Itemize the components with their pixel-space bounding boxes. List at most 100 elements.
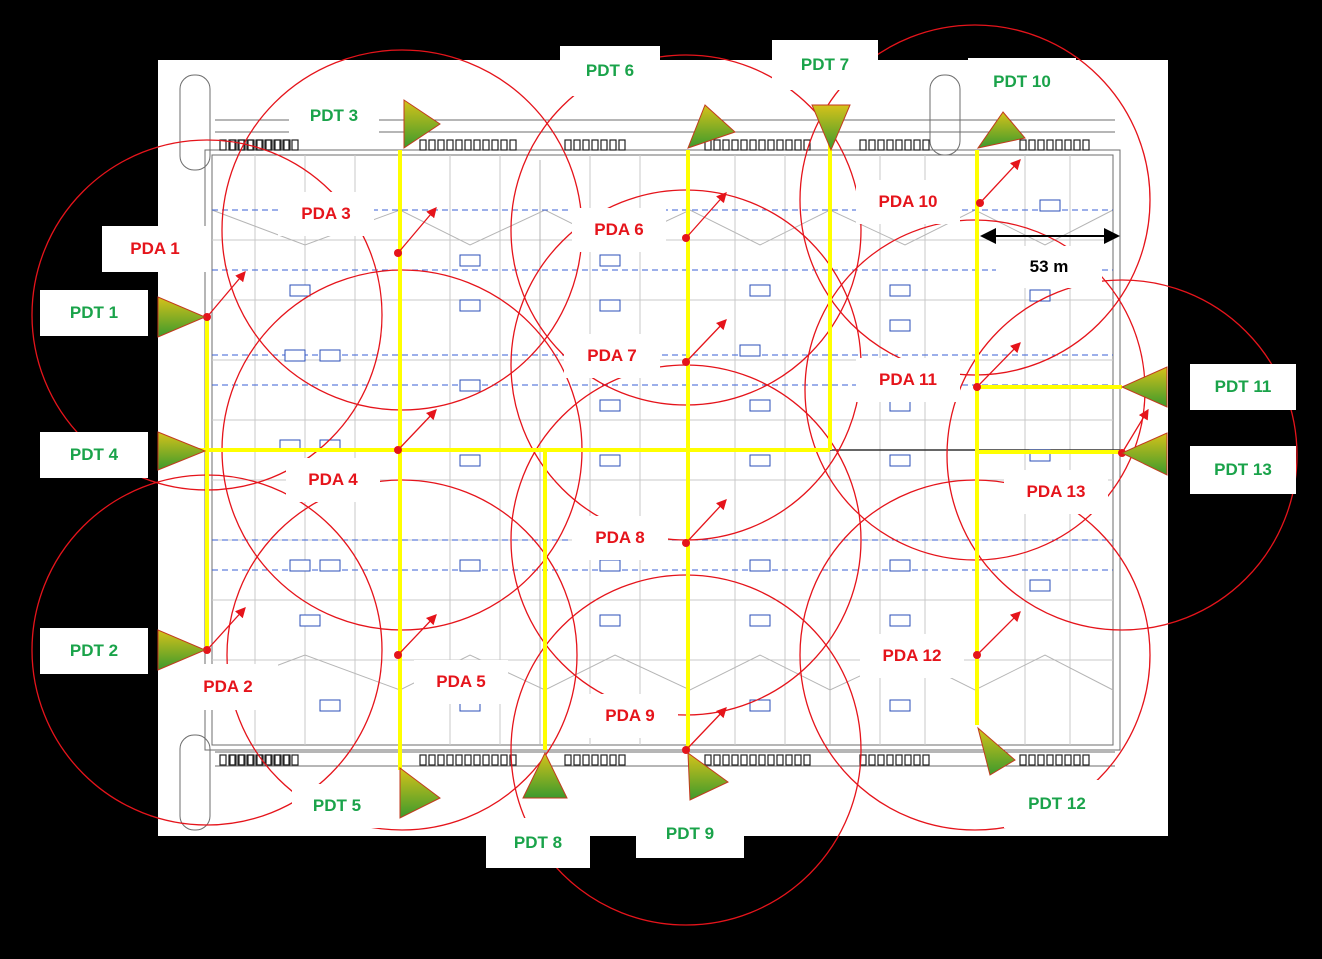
dock-door <box>1064 139 1072 151</box>
pdt-label-2: PDT 2 <box>40 628 148 674</box>
pda-points <box>203 159 1149 754</box>
dock-door <box>283 754 291 766</box>
pda-label-13: PDA 13 <box>1004 470 1108 514</box>
pdt-label-12: PDT 12 <box>1004 780 1110 828</box>
equipment-box <box>889 284 911 297</box>
dock-door <box>582 754 590 766</box>
dock-door <box>767 139 775 151</box>
dock-door <box>238 754 246 766</box>
dock-door <box>482 139 490 151</box>
pda-point-4 <box>394 409 437 454</box>
dock-door <box>219 139 227 151</box>
dock-door <box>886 139 894 151</box>
pdt-label-1: PDT 1 <box>40 290 148 336</box>
dock-door <box>609 139 617 151</box>
equipment-box <box>749 399 771 412</box>
antenna-pdt5-icon <box>399 767 441 819</box>
pda-point-7 <box>682 319 727 366</box>
equipment-box <box>889 559 911 572</box>
dock-door <box>573 139 581 151</box>
dock-door <box>904 754 912 766</box>
equipment-box <box>284 349 306 362</box>
pda-label-2: PDA 2 <box>178 664 278 710</box>
antenna-pdt1-icon <box>157 296 207 338</box>
dock-door <box>731 139 739 151</box>
dock-door <box>794 139 802 151</box>
equipment-box <box>749 284 771 297</box>
pda-point-5 <box>394 614 437 659</box>
dock-door <box>1019 754 1027 766</box>
dock-door <box>740 139 748 151</box>
dock-door <box>776 139 784 151</box>
pdt-label-13: PDT 13 <box>1190 446 1296 494</box>
dock-door <box>794 754 802 766</box>
dock-door <box>500 754 508 766</box>
dock-door <box>767 754 775 766</box>
dock-door <box>1064 754 1072 766</box>
equipment-box <box>289 559 311 572</box>
dock-door <box>895 139 903 151</box>
pda-point-11 <box>973 342 1021 391</box>
equipment-box <box>749 559 771 572</box>
pda-point-9 <box>682 707 727 754</box>
dock-door <box>776 754 784 766</box>
dock-door <box>600 754 608 766</box>
equipment-box <box>459 299 481 312</box>
dock-door <box>491 139 499 151</box>
dock-door <box>247 754 255 766</box>
antenna-pdt9-icon <box>687 751 729 801</box>
dock-door <box>473 139 481 151</box>
pda-label-3: PDA 3 <box>278 192 374 236</box>
dock-door <box>274 754 282 766</box>
dock-door <box>785 139 793 151</box>
dock-door <box>455 754 463 766</box>
pda-label-5: PDA 5 <box>414 660 508 704</box>
equipment-box <box>599 559 621 572</box>
dock-door <box>500 139 508 151</box>
dock-door <box>803 754 811 766</box>
dock-door <box>722 754 730 766</box>
pda-label-4: PDA 4 <box>286 458 380 502</box>
dock-door <box>509 139 517 151</box>
dock-door <box>922 139 930 151</box>
dock-door <box>618 754 626 766</box>
dock-door <box>1046 754 1054 766</box>
dock-door <box>573 754 581 766</box>
equipment-box <box>319 349 341 362</box>
dock-door <box>1028 754 1036 766</box>
equipment-box <box>1039 199 1061 212</box>
equipment-box <box>459 559 481 572</box>
pdt-label-7: PDT 7 <box>772 40 878 90</box>
dock-door <box>591 139 599 151</box>
dock-door <box>482 754 490 766</box>
pda-label-7: PDA 7 <box>564 334 660 378</box>
dock-door <box>464 754 472 766</box>
equipment-box <box>319 699 341 712</box>
antenna-pdt13-icon <box>1120 432 1168 476</box>
dock-door <box>428 754 436 766</box>
dock-door <box>877 139 885 151</box>
dock-door <box>704 754 712 766</box>
dock-door <box>582 139 590 151</box>
pdt-label-5: PDT 5 <box>292 784 382 828</box>
dock-door <box>859 139 867 151</box>
dock-door <box>509 754 517 766</box>
dock-door <box>868 139 876 151</box>
dock-door <box>758 139 766 151</box>
dock-door <box>265 754 273 766</box>
pdt-label-8: PDT 8 <box>486 818 590 868</box>
dock-door <box>446 139 454 151</box>
dock-door <box>291 754 299 766</box>
pda-point-3 <box>394 207 437 257</box>
equipment-box <box>319 559 341 572</box>
equipment-box <box>889 319 911 332</box>
equipment-box <box>459 454 481 467</box>
pdt-label-4: PDT 4 <box>40 432 148 478</box>
dock-door <box>564 754 572 766</box>
antenna-pdt7-icon <box>811 104 851 152</box>
dock-door <box>238 139 246 151</box>
scale-label: 53 m <box>996 246 1102 288</box>
dock-door <box>1028 139 1036 151</box>
dock-door <box>713 754 721 766</box>
dock-door <box>1019 139 1027 151</box>
